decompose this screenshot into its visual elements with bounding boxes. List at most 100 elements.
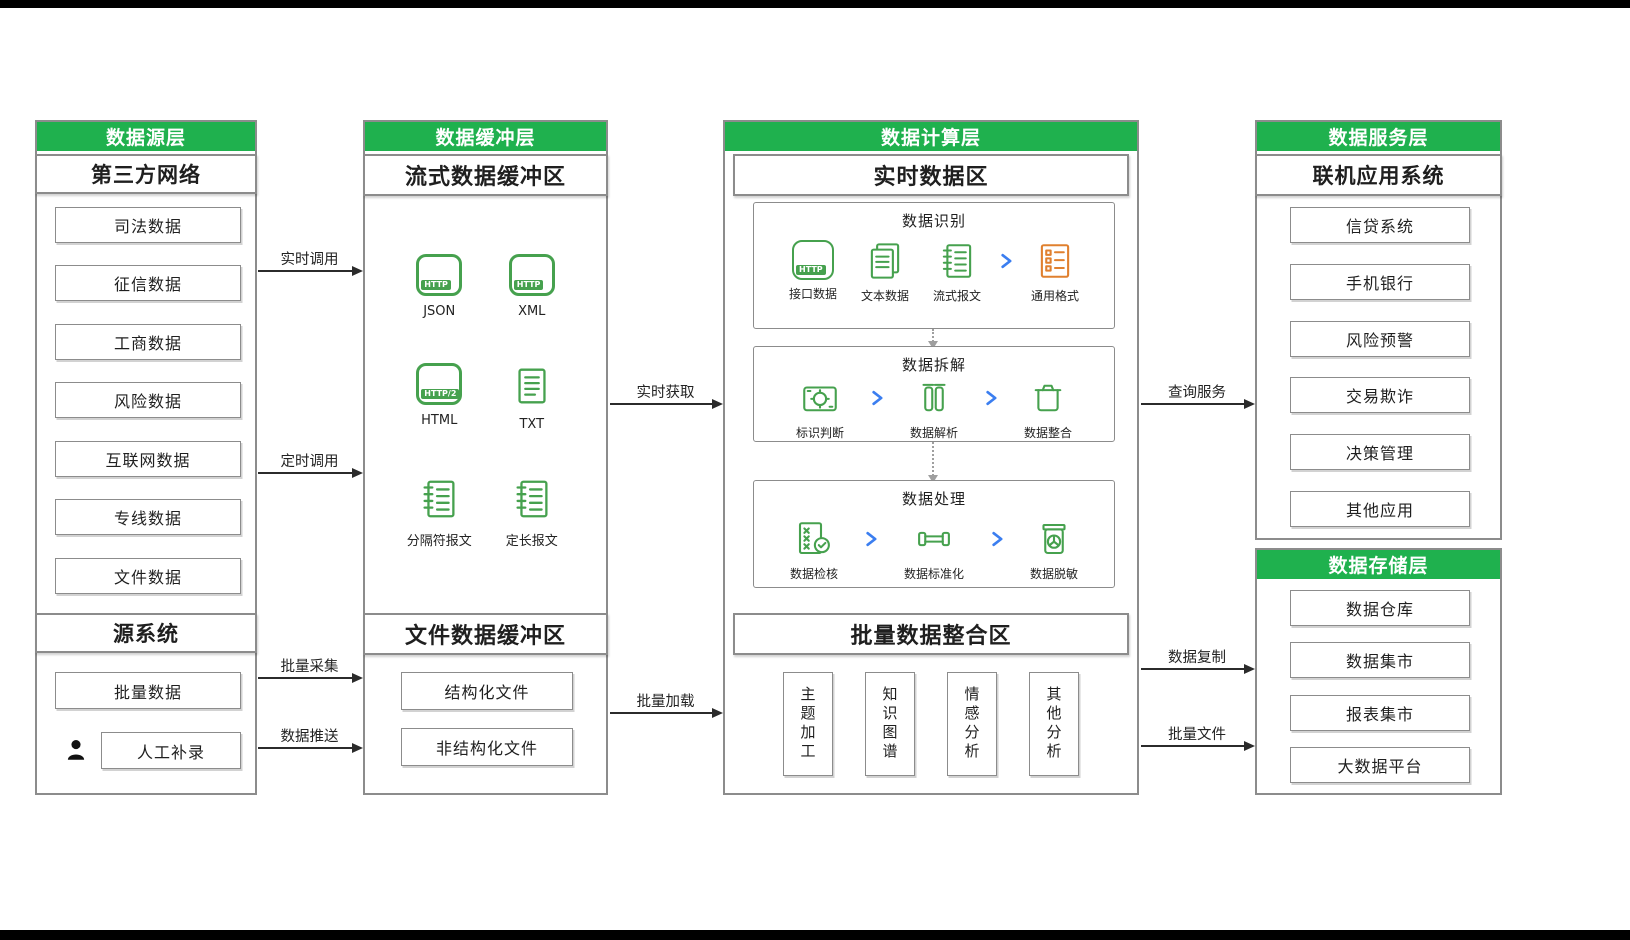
layer-storage-title: 数据存储层 [1257, 550, 1500, 579]
dumbbell-icon [913, 518, 955, 560]
arrowhead-icon [352, 673, 363, 683]
stage-item: 数据脱敏 [1021, 518, 1087, 582]
service-item: 决策管理 [1290, 434, 1470, 470]
format-label: 定长报文 [505, 534, 558, 549]
http-box-icon: HTTP [416, 254, 463, 296]
buffer-format-txt: TXT [509, 363, 555, 432]
section-file-buffer: 文件数据缓冲区 [363, 613, 608, 655]
notebook-icon [509, 476, 555, 522]
batch-item-label: 主题加工 [798, 686, 817, 762]
section-realtime-zone: 实时数据区 [733, 154, 1129, 196]
format-label: XML [518, 304, 546, 319]
batch-box-row: 主题加工 知识图谱 情感分析 其他分析 [725, 672, 1137, 776]
bottom-black-bar [0, 930, 1630, 940]
stage-item: 通用格式 [1022, 240, 1088, 304]
stage-item-label: 数据整合 [1023, 426, 1072, 440]
arrowhead-icon [1244, 741, 1255, 751]
service-item: 手机银行 [1290, 264, 1470, 300]
source-item: 批量数据 [55, 672, 241, 709]
http-tag: HTTP [513, 280, 544, 290]
check-document-icon [793, 518, 835, 560]
http-tag: HTTP [796, 265, 826, 275]
source-item: 文件数据 [55, 558, 241, 594]
chevron-right-icon [987, 529, 1007, 549]
layer-compute-title: 数据计算层 [725, 122, 1137, 151]
service-item: 其他应用 [1290, 491, 1470, 527]
arrow-query-service: 查询服务 [1141, 385, 1255, 409]
format-label: TXT [519, 417, 545, 432]
format-label: JSON [423, 304, 456, 319]
http-tag: HTTP [421, 280, 451, 290]
dotted-arrow-down [928, 329, 938, 349]
person-icon [63, 737, 89, 763]
buffer-file-item: 非结构化文件 [401, 728, 573, 766]
http-box-icon: HTTP [792, 240, 834, 280]
buffer-icon-grid: HTTP JSON HTTP XML HTTP/2 HTML TXT 分隔符报文… [365, 254, 606, 549]
source-item: 司法数据 [55, 207, 241, 243]
storage-item: 数据仓库 [1290, 590, 1470, 626]
stage-data-recognition: 数据识别 HTTP 接口数据 文本数据 流式报文 通用格式 [753, 202, 1115, 329]
arrow-batch-collect: 批量采集 [258, 659, 363, 683]
source-item: 互联网数据 [55, 441, 241, 477]
chevron-right-icon [867, 388, 887, 408]
layer-service-title: 数据服务层 [1257, 122, 1500, 151]
stage-data-decompose: 数据拆解 标识判断 数据解析 数据整合 [753, 346, 1115, 442]
storage-item: 报表集市 [1290, 695, 1470, 731]
arrowhead-icon [712, 708, 723, 718]
source-item: 专线数据 [55, 499, 241, 535]
top-black-bar [0, 0, 1630, 8]
source-item: 征信数据 [55, 265, 241, 301]
stage-item-label: 数据解析 [909, 426, 958, 440]
layer-source: 数据源层 第三方网络 司法数据 征信数据 工商数据 风险数据 互联网数据 专线数… [35, 120, 257, 795]
arrow-label: 批量文件 [1168, 727, 1226, 743]
arrow-batch-file: 批量文件 [1141, 727, 1255, 751]
section-online-apps: 联机应用系统 [1255, 154, 1502, 196]
stage-title: 数据处理 [901, 490, 966, 508]
layer-storage: 数据存储层 数据仓库 数据集市 报表集市 大数据平台 [1255, 548, 1502, 795]
stage-item-label: 流式报文 [932, 289, 981, 303]
stage-icon-row: HTTP 接口数据 文本数据 流式报文 通用格式 [754, 240, 1114, 304]
service-item: 信贷系统 [1290, 207, 1470, 243]
service-item: 交易欺诈 [1290, 377, 1470, 413]
http-box-icon: HTTP/2 [416, 363, 463, 405]
stage-item: 文本数据 [852, 240, 918, 304]
notebook-icon [936, 240, 978, 282]
batch-item-label: 其他分析 [1044, 686, 1063, 762]
layer-service: 数据服务层 联机应用系统 信贷系统 手机银行 风险预警 交易欺诈 决策管理 其他… [1255, 120, 1502, 540]
stage-item: 流式报文 [924, 240, 990, 304]
format-label: HTML [421, 413, 458, 428]
stage-item: 数据整合 [1015, 377, 1081, 441]
source-item: 人工补录 [101, 732, 241, 769]
batch-item: 知识图谱 [865, 672, 915, 776]
arrowhead-icon [1244, 664, 1255, 674]
stage-item-label: 通用格式 [1030, 289, 1079, 303]
buffer-format-xml: HTTP XML [508, 254, 555, 319]
arrow-realtime-call: 实时调用 [258, 252, 363, 276]
stage-icon-row: 数据检核 数据标准化 数据脱敏 [754, 518, 1114, 582]
columns-icon [913, 377, 955, 419]
chevron-right-icon [981, 388, 1001, 408]
stage-item-label: 数据脱敏 [1029, 567, 1078, 581]
buffer-format-delimited: 分隔符报文 [407, 476, 472, 549]
arrow-scheduled-call: 定时调用 [258, 454, 363, 478]
arrowhead-icon [352, 743, 363, 753]
batch-item: 其他分析 [1029, 672, 1079, 776]
arrow-label: 数据推送 [280, 729, 339, 745]
source-item: 风险数据 [55, 382, 241, 418]
layer-buffer-title: 数据缓冲层 [365, 122, 606, 151]
badge-card-icon [799, 377, 841, 419]
arrow-label: 实时获取 [636, 385, 695, 401]
batch-item: 主题加工 [783, 672, 833, 776]
canister-icon [1033, 518, 1075, 560]
arrowhead-icon [712, 399, 723, 409]
stage-item: HTTP 接口数据 [780, 240, 846, 302]
buffer-format-json: HTTP JSON [416, 254, 463, 319]
stage-item: 数据检核 [781, 518, 847, 582]
buffer-file-item: 结构化文件 [401, 672, 573, 710]
section-stream-buffer: 流式数据缓冲区 [363, 154, 608, 196]
layer-source-title: 数据源层 [37, 122, 255, 151]
checklist-icon [1034, 240, 1076, 282]
notebook-icon [416, 476, 462, 522]
section-batch-zone: 批量数据整合区 [733, 613, 1129, 655]
chevron-right-icon [996, 251, 1016, 271]
